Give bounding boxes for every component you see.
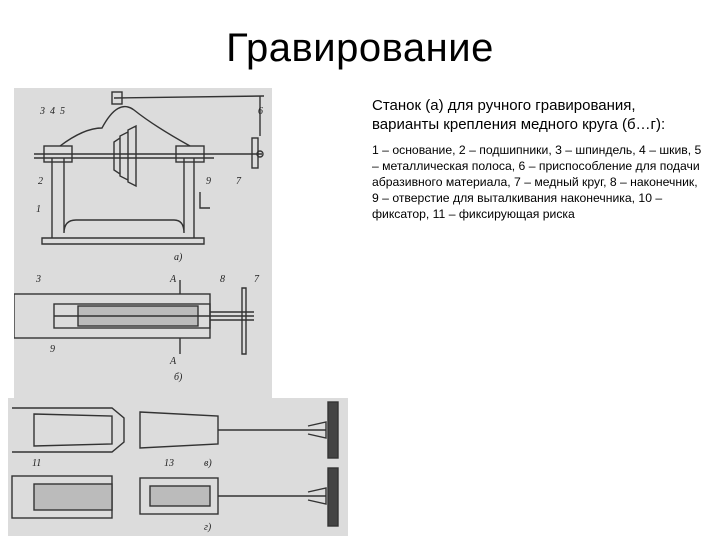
sub-label-b: б) bbox=[174, 372, 183, 383]
label-b-part-8: 8 bbox=[220, 274, 225, 285]
label-part-4: 4 bbox=[50, 106, 55, 117]
sub-label-a: а) bbox=[174, 252, 183, 263]
figure-cd-drawing: 11 13 в) г) bbox=[11, 401, 339, 533]
label-part-1: 1 bbox=[36, 204, 41, 215]
figure-a-drawing: 3 4 5 2 1 6 9 7 а) bbox=[34, 91, 265, 263]
page-title: Гравирование bbox=[226, 26, 494, 70]
label-part-3: 3 bbox=[39, 106, 45, 117]
figure-caption: Станок (а) для ручного гравирования, вар… bbox=[372, 97, 666, 133]
label-b-part-3: 3 bbox=[35, 274, 41, 285]
description-column: Станок (а) для ручного гравирования, вар… bbox=[372, 96, 702, 222]
label-b-part-7: 7 bbox=[254, 274, 260, 285]
label-part-7: 7 bbox=[236, 176, 242, 187]
label-c-part-13: 13 bbox=[164, 458, 174, 469]
figure-c-d-mounting-variants: 11 13 в) г) bbox=[8, 398, 348, 536]
figure-a-engraving-machine: 3 4 5 2 1 6 9 7 а) bbox=[14, 88, 272, 268]
label-part-5: 5 bbox=[60, 106, 65, 117]
label-part-9: 9 bbox=[206, 176, 211, 187]
section-mark-bottom: А bbox=[169, 356, 177, 367]
label-part-2: 2 bbox=[38, 176, 43, 187]
parts-legend: 1 – основание, 2 – подшипники, 3 – шпинд… bbox=[372, 143, 702, 221]
label-part-6: 6 bbox=[258, 106, 263, 117]
figure-b-drawing: 3 8 7 9 А А б) bbox=[14, 274, 260, 383]
sub-label-c: в) bbox=[204, 458, 212, 469]
label-c-part-11: 11 bbox=[32, 458, 41, 469]
label-b-part-9: 9 bbox=[50, 344, 55, 355]
figure-b-mounting-variant: 3 8 7 9 А А б) bbox=[14, 268, 272, 398]
sub-label-d: г) bbox=[204, 522, 212, 533]
section-mark-top: А bbox=[169, 274, 177, 285]
